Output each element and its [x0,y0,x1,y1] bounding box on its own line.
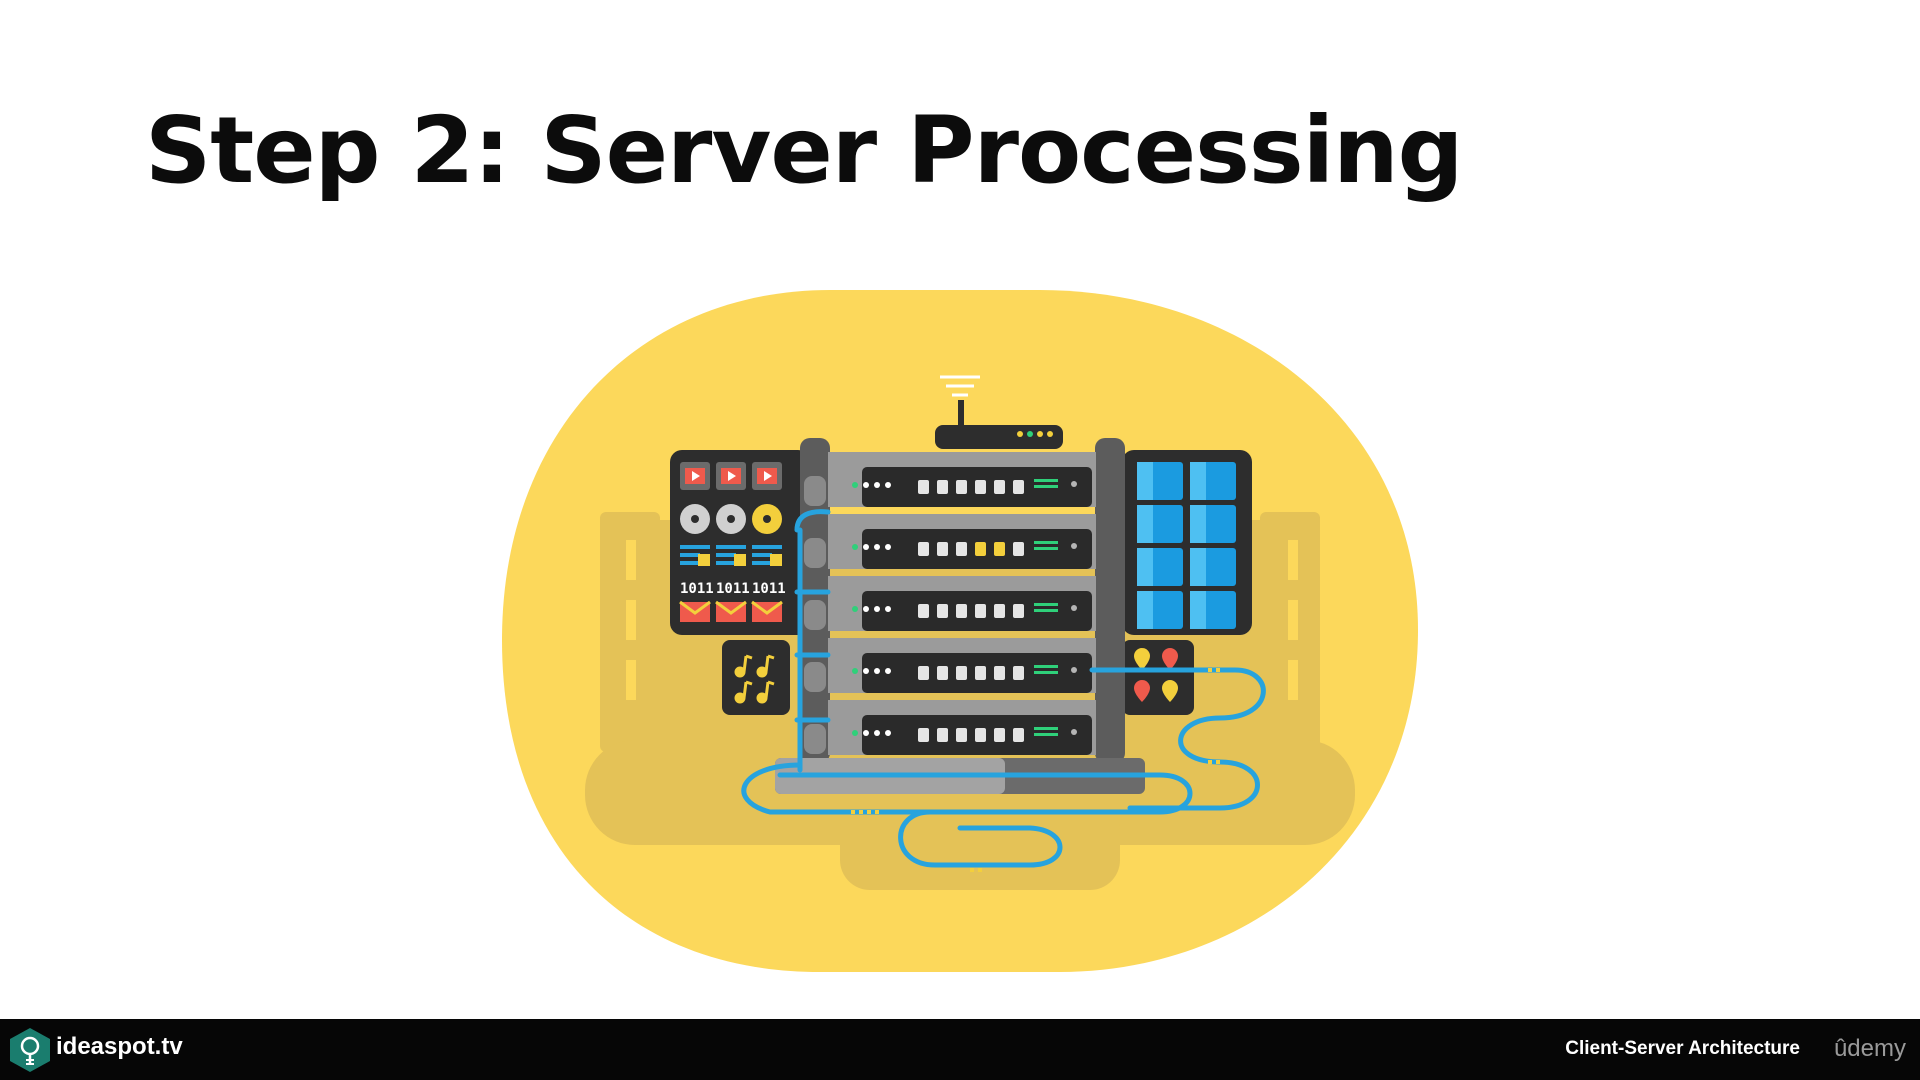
mail-icon [679,600,783,622]
slide-title: Step 2: Server Processing [145,97,1463,204]
server-illustration: 1011 1011 1011 [502,290,1418,972]
map-pin-icon [1134,648,1178,702]
binary-label: 1011 [752,581,786,597]
brand-name: ideaspot.tv [56,1033,183,1060]
network-cables [741,509,1266,868]
server-unit [804,576,1096,631]
server-unit [804,700,1096,755]
play-icon [680,462,782,490]
server-unit [804,452,1096,507]
slide: Step 2: Server Processing [145,97,1464,972]
platform-logo: ûdemy [1833,1035,1906,1062]
disc-icon [680,504,782,534]
binary-label: 1011 [680,581,714,597]
screens-panel [1122,450,1252,715]
server-unit [804,638,1096,693]
server-unit [804,514,1096,569]
router-icon [935,375,1063,449]
server-units [804,452,1096,755]
binary-label: 1011 [716,581,750,597]
media-panel: 1011 1011 1011 [670,450,810,715]
music-note-icon [734,654,775,704]
footer-bar: ideaspot.tv Client-Server Architecture û… [0,1019,1920,1080]
ideaspot-logo-icon [10,1028,50,1072]
course-title: Client-Server Architecture [1565,1038,1800,1059]
